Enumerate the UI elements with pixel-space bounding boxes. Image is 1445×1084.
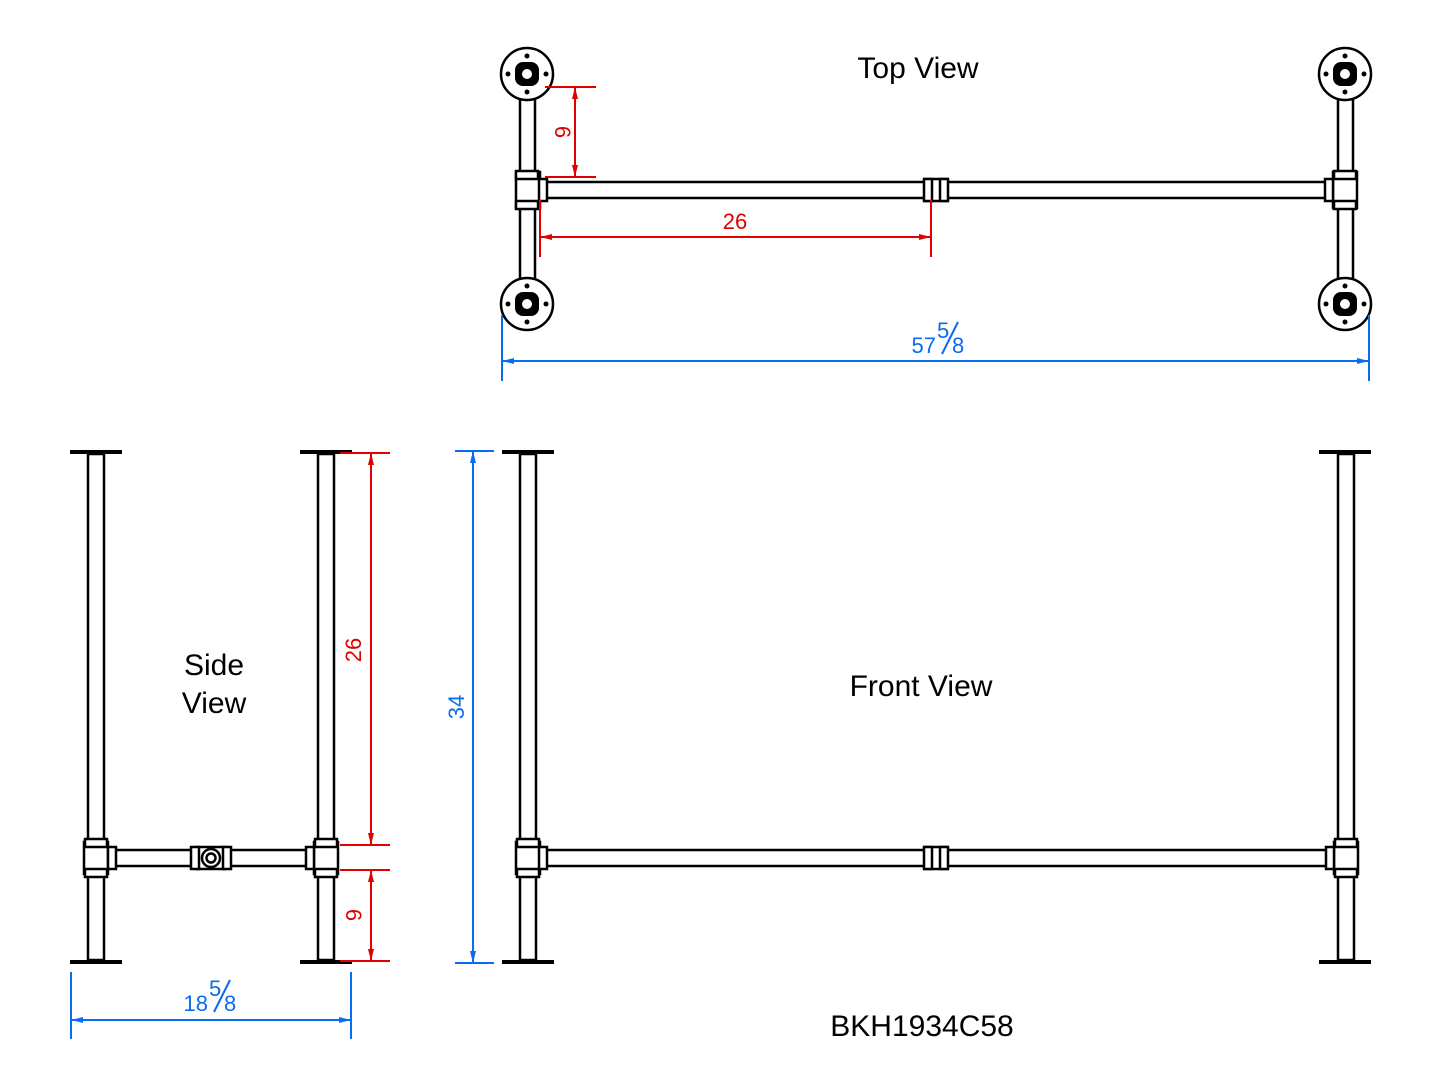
top-view bbox=[499, 46, 1373, 332]
flange-icon bbox=[499, 46, 555, 102]
dimension-overall-length: 57 5 8 bbox=[501, 315, 1370, 381]
side-view bbox=[70, 450, 352, 964]
dimension-side-lower-leg: 6 bbox=[340, 869, 390, 962]
flange-icon bbox=[1317, 46, 1373, 102]
side-view-label-line1: Side bbox=[184, 649, 244, 682]
front-view bbox=[502, 450, 1371, 964]
svg-text:26: 26 bbox=[723, 209, 747, 234]
dimension-top-half-length: 26 bbox=[539, 200, 932, 257]
dimension-top-offset: 6 bbox=[545, 86, 596, 178]
svg-text:8: 8 bbox=[224, 991, 236, 1016]
part-number: BKH1934C58 bbox=[830, 1010, 1013, 1043]
dimension-side-upper-leg: 26 bbox=[340, 452, 390, 846]
svg-text:18: 18 bbox=[184, 991, 208, 1016]
dimension-overall-width: 18 5 8 bbox=[70, 972, 352, 1039]
top-view-label: Top View bbox=[857, 52, 979, 85]
side-view-label-line2: View bbox=[182, 687, 247, 720]
svg-text:6: 6 bbox=[341, 909, 366, 921]
svg-text:26: 26 bbox=[341, 638, 366, 662]
svg-text:5: 5 bbox=[209, 976, 221, 1001]
flange-icon bbox=[1317, 276, 1373, 332]
svg-text:5: 5 bbox=[937, 318, 949, 343]
svg-text:34: 34 bbox=[444, 695, 469, 719]
front-view-label: Front View bbox=[850, 670, 993, 703]
dimension-height: 34 bbox=[444, 450, 494, 964]
svg-text:6: 6 bbox=[550, 126, 575, 138]
svg-text:57: 57 bbox=[912, 333, 936, 358]
flange-icon bbox=[499, 276, 555, 332]
svg-text:8: 8 bbox=[952, 333, 964, 358]
